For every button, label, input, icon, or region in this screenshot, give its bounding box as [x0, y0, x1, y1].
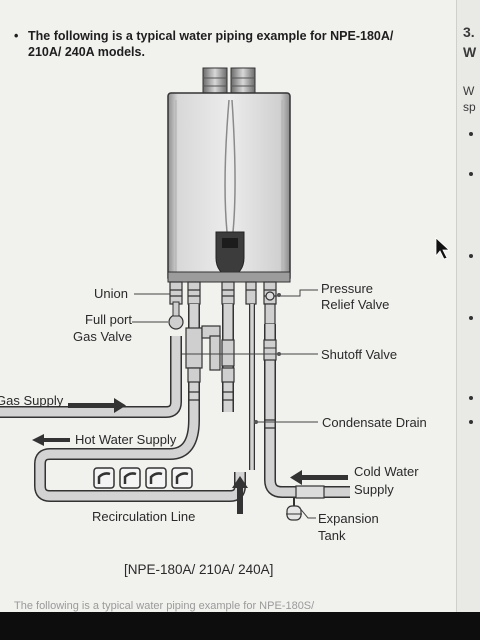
label-shutoff-valve: Shutoff Valve: [321, 347, 398, 362]
bullet: [469, 316, 473, 320]
pointer-dot: [277, 352, 281, 356]
next-page-strip: 3. W W sp: [456, 0, 480, 612]
piping-diagram: [0, 67, 350, 521]
heater-fittings: [169, 281, 277, 305]
bullet: •: [14, 29, 19, 43]
fixture: [145, 467, 167, 489]
recirculation-arrow: [232, 476, 248, 514]
cold-water-arrow: [290, 470, 348, 485]
expansion-tank: [286, 498, 302, 521]
cold-water-pipe: [263, 324, 350, 499]
fixture: [119, 467, 141, 489]
bullet: [469, 254, 473, 258]
label-gas-supply: Gas Supply: [0, 393, 64, 408]
bullet: [469, 420, 473, 424]
next-text-b: sp: [463, 100, 476, 114]
monitor-bezel: [0, 612, 480, 640]
fixture: [171, 467, 193, 489]
bullet: [469, 172, 473, 176]
next-text-a: W: [463, 84, 475, 98]
pressure-relief-valve: [264, 291, 276, 325]
pointer-dot: [277, 293, 281, 297]
next-heading-letter: W: [463, 44, 477, 60]
label-condensate-drain: Condensate Drain: [322, 415, 427, 430]
document-page: • The following is a typical water pipin…: [0, 0, 458, 612]
fixture: [93, 467, 115, 489]
label-gas-valve: Gas Valve: [72, 329, 132, 344]
label-expansion: Expansion: [318, 511, 379, 526]
hot-water-loop: [34, 304, 246, 502]
cut-off-text: The following is a typical water piping …: [14, 600, 315, 612]
fixtures: [93, 467, 193, 489]
label-tank: Tank: [318, 528, 346, 543]
pointer-dot: [254, 420, 258, 424]
next-heading-number: 3.: [463, 24, 475, 40]
label-supply: Supply: [354, 482, 394, 497]
water-heater: [167, 92, 291, 283]
label-relief-valve: Relief Valve: [321, 297, 390, 312]
label-cold-water: Cold Water: [354, 464, 419, 479]
label-union: Union: [94, 286, 128, 301]
gas-supply-pipe: [0, 301, 184, 418]
label-recirculation-line: Recirculation Line: [92, 509, 196, 524]
bullet: [469, 396, 473, 400]
label-hot-water-supply: Hot Water Supply: [75, 432, 177, 447]
label-pressure: Pressure: [321, 281, 374, 296]
hot-water-arrow: [32, 434, 70, 446]
vent-pipes: [202, 67, 256, 95]
bullet: [469, 132, 473, 136]
diagram-caption: [NPE-180A/ 210A/ 240A]: [124, 562, 274, 577]
label-full-port: Full port: [85, 312, 132, 327]
intro-text: The following is a typical water piping …: [28, 29, 394, 59]
gas-supply-arrow: [68, 398, 126, 413]
